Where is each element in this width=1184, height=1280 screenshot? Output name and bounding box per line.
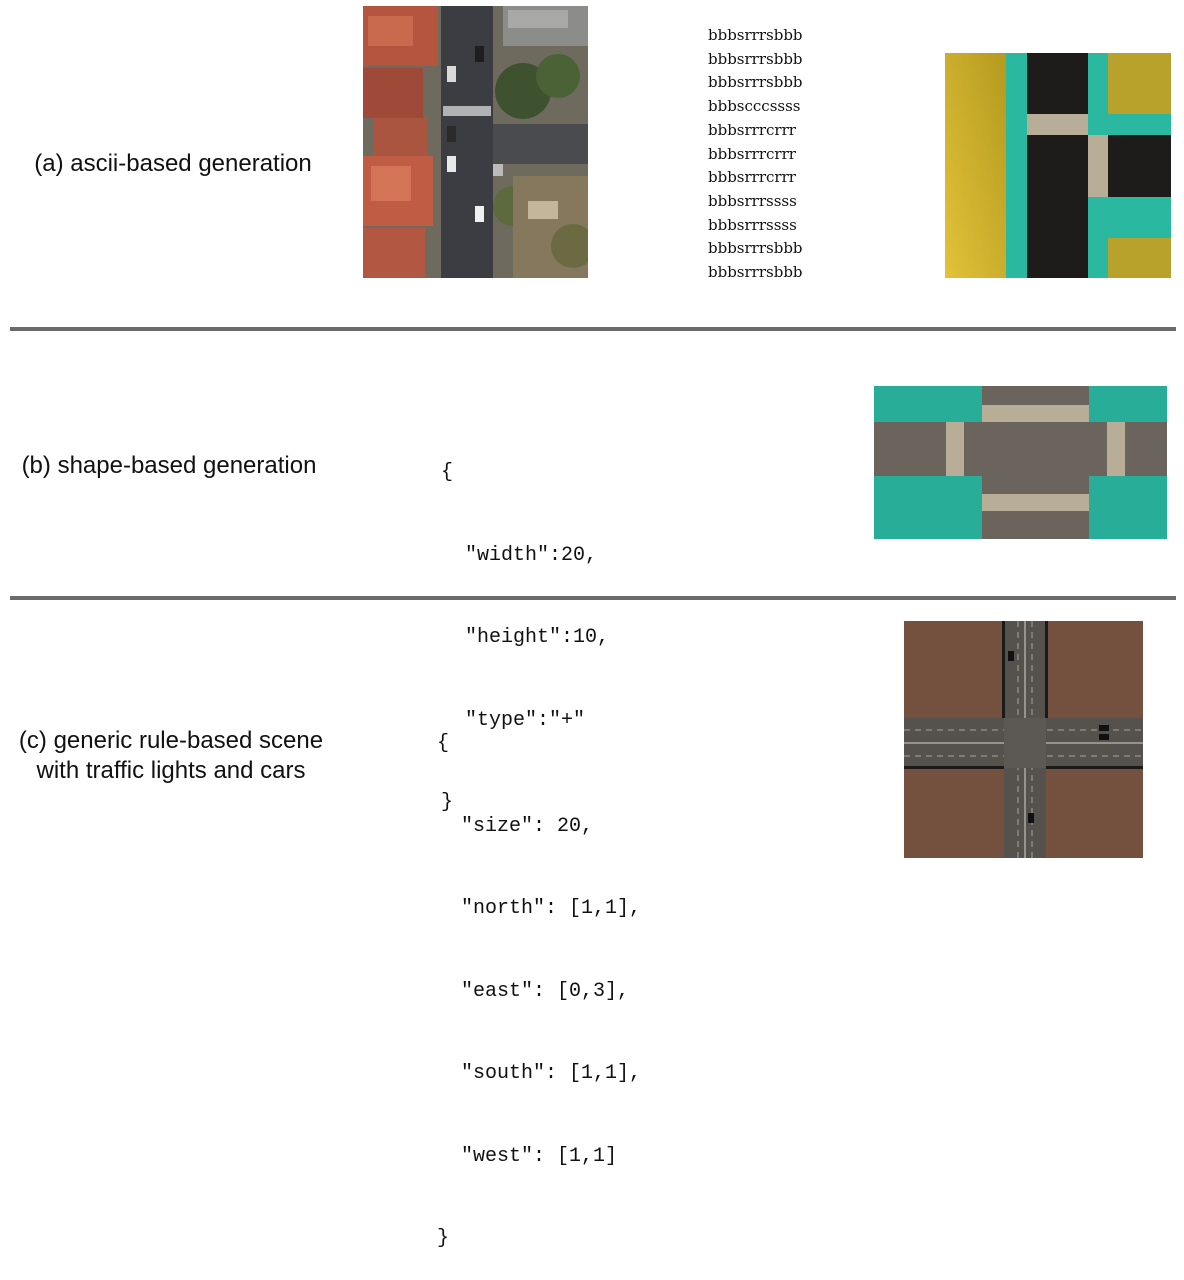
rendered-top-down-map (945, 53, 1171, 278)
code-line: "height":10, (441, 626, 610, 649)
divider-2 (10, 596, 1176, 600)
ascii-line: bbbsrrrcrrr (708, 168, 796, 187)
ascii-line: bbbscccssss (708, 97, 801, 116)
aerial-photo (363, 6, 588, 278)
ascii-line: bbbsrrrssss (708, 215, 797, 234)
code-line: "width":20, (441, 543, 598, 567)
code-line: "south": [1,1], (437, 1062, 642, 1085)
row-a-label-line: (a) ascii-based generation (34, 150, 312, 177)
rendered-intersection (874, 386, 1167, 539)
code-line: "east": [0,3], (437, 979, 630, 1003)
code-line: "north": [1,1], (437, 897, 642, 920)
code-line: "west": [1,1] (437, 1144, 618, 1168)
ascii-line: bbbsrrrsbbb (708, 26, 803, 44)
ascii-line: bbbsrrrsbbb (708, 239, 803, 258)
code-line: } (441, 791, 454, 814)
scene-spec-code: { "size": 20, "north": [1,1], "east": [0… (437, 675, 641, 1280)
code-line: "type":"+" (441, 708, 586, 732)
row-c-label: (c) generic rule-based scene with traffi… (6, 726, 336, 786)
ascii-line: bbbsrrrssss (708, 191, 797, 210)
code-line: } (437, 1227, 450, 1250)
ascii-line: bbbsrrrsbbb (708, 263, 803, 282)
code-line: "size": 20, (437, 814, 594, 838)
ascii-grid: bbbsrrrsbbb bbbsrrrsbbb bbbsrrrsbbb bbbs… (708, 24, 803, 285)
code-line: { (437, 732, 450, 755)
row-c-label-line-1: (c) generic rule-based scene (18, 727, 324, 754)
simulated-intersection-scene (904, 621, 1143, 858)
ascii-line: bbbsrrrsbbb (708, 73, 803, 92)
shape-spec-code: { "width":20, "height":10, "type":"+" } (441, 404, 609, 844)
ascii-line: bbbsrrrcrrr (708, 120, 796, 139)
row-c-label-line-2: with traffic lights and cars (36, 757, 306, 784)
divider-1 (10, 327, 1176, 331)
ascii-line: bbbsrrrcrrr (708, 144, 796, 163)
row-a-label: (a) ascii-based generation (16, 149, 330, 179)
row-b-label: (b) shape-based generation (10, 451, 328, 481)
code-line: { (441, 461, 454, 484)
ascii-line: bbbsrrrsbbb (708, 49, 803, 68)
row-b-label-line: (b) shape-based generation (21, 452, 317, 479)
